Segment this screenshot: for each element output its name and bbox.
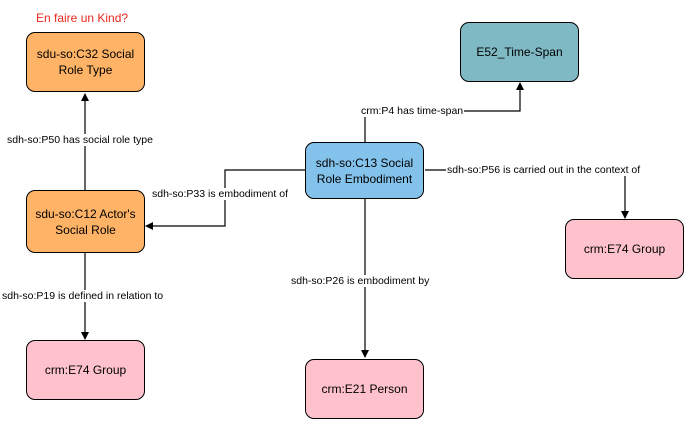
edge-label-p19: sdh-so:P19 is defined in relation to <box>1 290 165 302</box>
node-e52-time-span[interactable]: E52_Time-Span <box>460 22 579 82</box>
note-kind-question: En faire un Kind? <box>36 11 129 25</box>
edge-label-p56: sdh-so:P56 is carried out in the context… <box>446 164 642 176</box>
node-e74-group-right[interactable]: crm:E74 Group <box>565 219 684 279</box>
node-c12-actors-social-role[interactable]: sdu-so:C12 Actor's Social Role <box>26 190 145 253</box>
node-c13-social-role-embodiment[interactable]: sdh-so:C13 Social Role Embodiment <box>305 142 424 199</box>
node-c32-social-role-type[interactable]: sdu-so:C32 Social Role Type <box>26 32 145 92</box>
edge-p56 <box>425 169 629 219</box>
node-e21-person[interactable]: crm:E21 Person <box>305 359 424 419</box>
node-e74-group-left[interactable]: crm:E74 Group <box>26 340 145 400</box>
edge-label-p50: sdh-so:P50 has social role type <box>6 134 154 146</box>
edge-label-p4: crm:P4 has time-span <box>360 105 465 117</box>
edge-label-p26: sdh-so:P26 is embodiment by <box>290 275 431 287</box>
edge-label-p33: sdh-so:P33 is embodiment of <box>151 188 289 200</box>
